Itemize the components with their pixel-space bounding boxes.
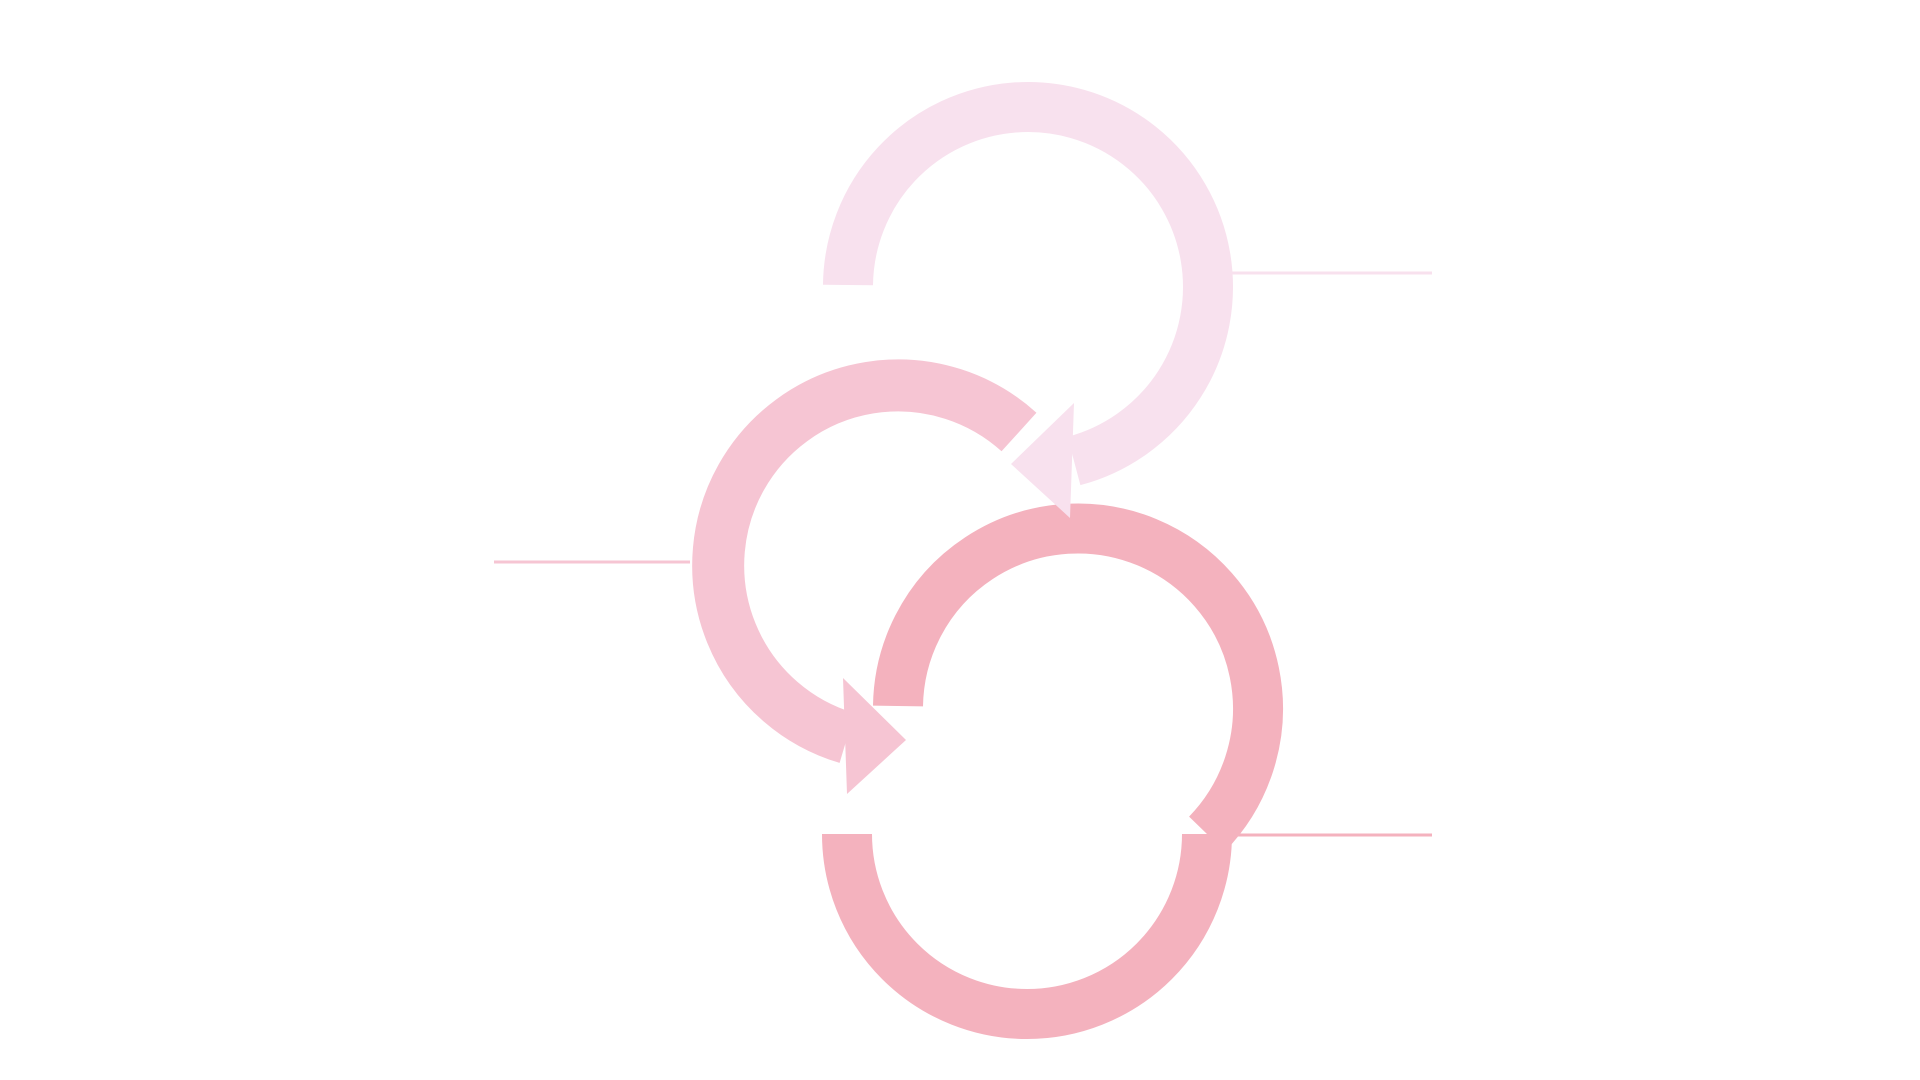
- ring-3-arc-upper: [873, 503, 1283, 852]
- ring-3-arc-lower: [822, 833, 1232, 1039]
- ring-2: [692, 359, 1037, 794]
- ring-2-arc: [692, 359, 1037, 763]
- ring-1-arrowhead: [1011, 403, 1074, 518]
- ring-1-arc: [823, 82, 1233, 486]
- ring-2-arrowhead: [843, 678, 906, 794]
- ring-3: [822, 503, 1283, 1039]
- ring-1: [823, 82, 1233, 518]
